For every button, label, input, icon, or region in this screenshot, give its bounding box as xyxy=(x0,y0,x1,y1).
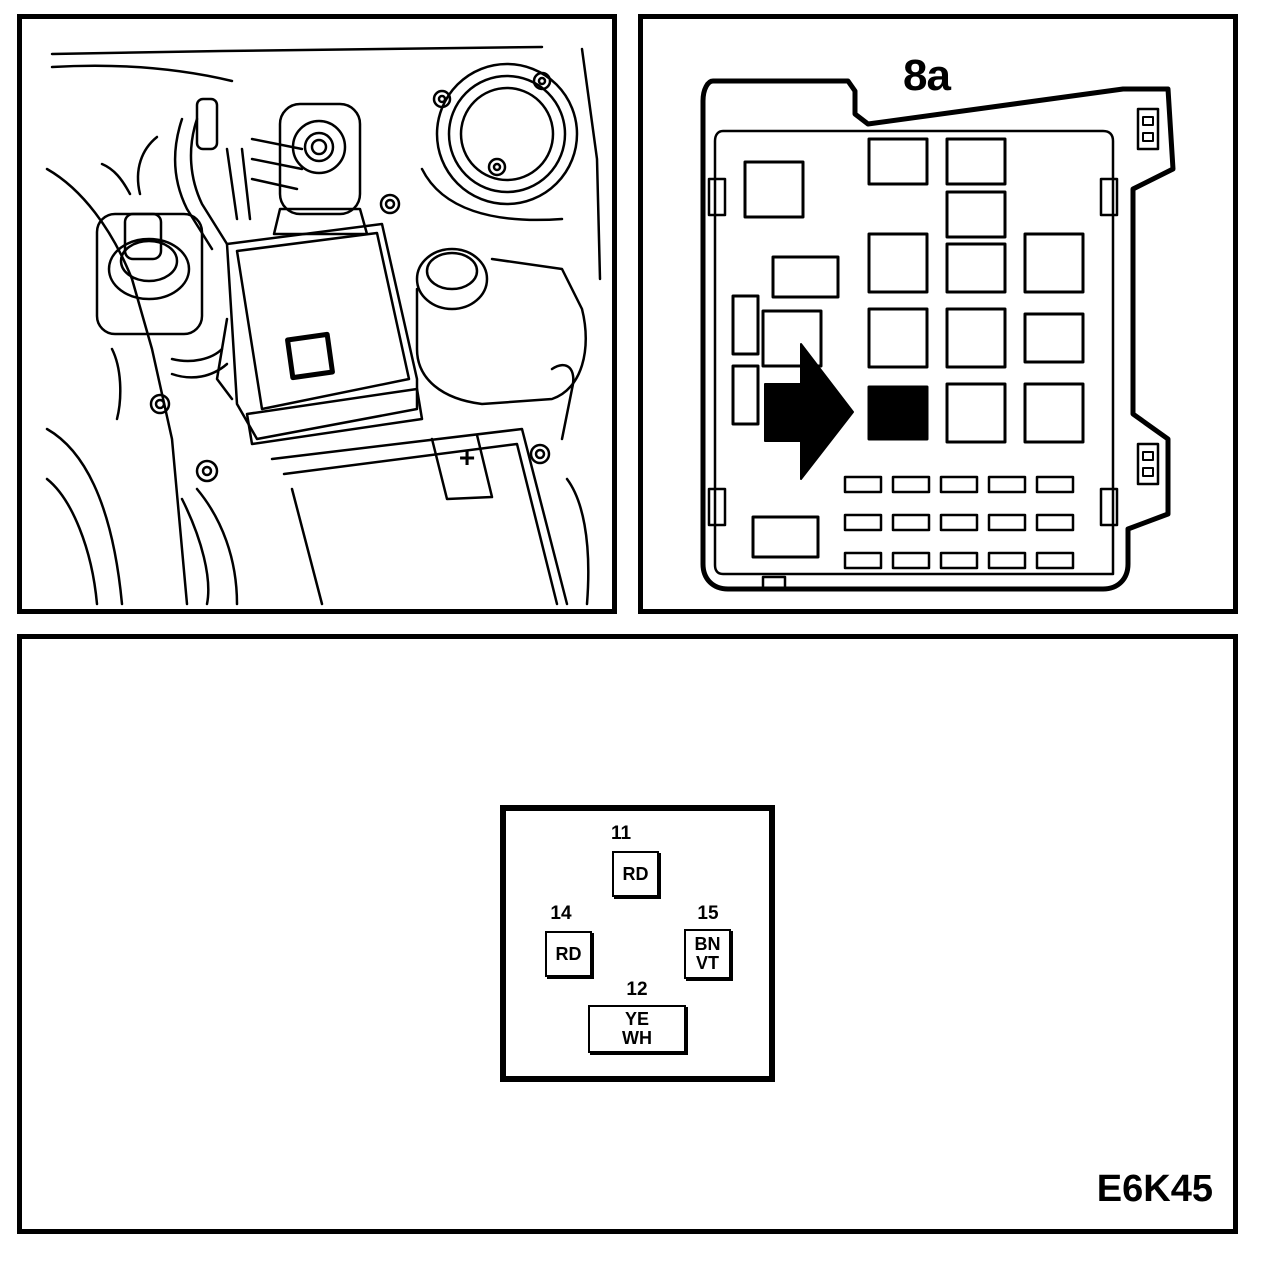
fusebox-outline xyxy=(700,78,1176,592)
pin-11-wire-color: RD xyxy=(622,863,649,884)
connector-face: 11 RD 14 RD 15 BN VT 12 YE WH xyxy=(500,805,775,1082)
pin-number-12: 12 xyxy=(626,979,648,1000)
pin-14: RD xyxy=(545,931,592,977)
connector-pinout-panel: 11 RD 14 RD 15 BN VT 12 YE WH E6K45 xyxy=(17,634,1238,1234)
fusebox-layout-panel: 8a xyxy=(638,14,1238,614)
pin-number-15: 15 xyxy=(697,903,719,924)
pin-number-11: 11 xyxy=(610,823,632,844)
positive-terminal-label: + xyxy=(459,442,475,473)
pointer-arrow xyxy=(764,343,854,480)
highlighted-relay xyxy=(867,385,929,441)
pin-12-wire-color-2: WH xyxy=(622,1028,652,1048)
pin-12: YE WH xyxy=(588,1005,686,1053)
pin-15-wire-color-1: BN xyxy=(694,934,721,954)
engine-bay-drawing xyxy=(45,45,602,606)
pin-14-wire-color: RD xyxy=(555,943,582,964)
fusebox-label: 8a xyxy=(903,51,951,100)
diagram-code: E6K45 xyxy=(1096,1168,1213,1210)
pin-number-14: 14 xyxy=(550,903,572,924)
pin-12-wire-color-1: YE xyxy=(624,1009,649,1029)
battery-positive-marker: + xyxy=(459,442,475,473)
engine-bay-illustration: + xyxy=(17,14,617,614)
pin-11: RD xyxy=(612,851,659,897)
pin-15: BN VT xyxy=(684,929,731,979)
pin-15-wire-color-2: VT xyxy=(695,953,719,973)
